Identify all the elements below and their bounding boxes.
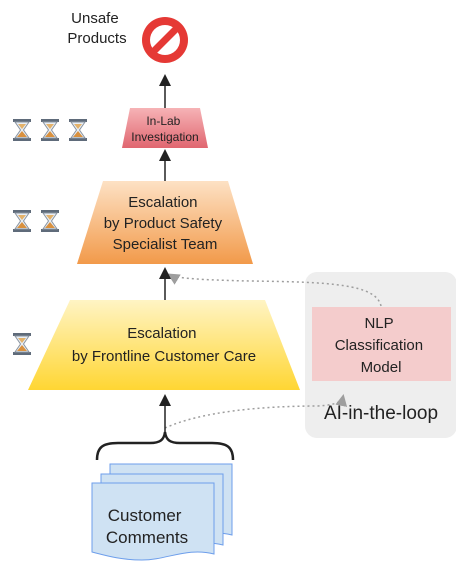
frontline-escalation-box: [28, 300, 300, 390]
no-sign-icon: [142, 17, 188, 63]
customer-comments-docs: [91, 463, 233, 561]
ai-in-the-loop-label: AI-in-the-loop: [324, 403, 438, 424]
in-lab-investigation-label: In-Lab Investigation: [131, 114, 198, 144]
nlp-model-label: NLP Classification Model: [335, 315, 428, 376]
product-safety-hourglasses: [13, 210, 59, 232]
frontline-escalation-label: Escalation by Frontline Customer Care: [72, 325, 256, 365]
in-lab-hourglasses: [13, 119, 87, 141]
product-safety-escalation-box: [77, 181, 253, 264]
customer-comments-label: Customer Comments: [106, 506, 188, 547]
comments-to-model-arrow: [164, 394, 348, 429]
hourglass-icon: [41, 119, 59, 141]
hourglass-icon: [13, 333, 31, 355]
unsafe-products-label: Unsafe Products: [67, 10, 126, 47]
hourglass-icon: [13, 210, 31, 232]
product-safety-escalation-label: Escalation by Product Safety Specialist …: [104, 194, 227, 253]
model-to-specialist-arrow: [167, 273, 382, 307]
hourglass-icon: [41, 210, 59, 232]
nlp-model-box: [312, 307, 451, 381]
hourglass-icon: [13, 119, 31, 141]
in-lab-investigation-box: [122, 108, 208, 148]
hourglass-icon: [69, 119, 87, 141]
frontline-hourglasses: [13, 333, 31, 355]
comments-brace: [95, 431, 235, 461]
